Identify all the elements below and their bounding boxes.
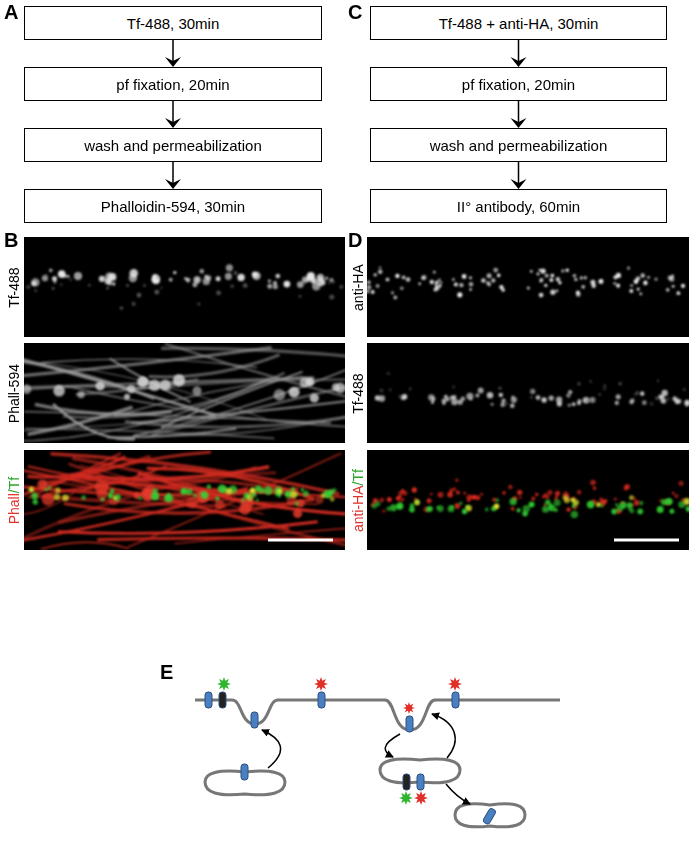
puncta bbox=[414, 495, 690, 511]
label-group: Tf-488 bbox=[348, 373, 367, 413]
label-group: A bbox=[4, 0, 18, 24]
fluorophore bbox=[448, 677, 462, 691]
step-text: Tf-488, 30min bbox=[127, 15, 220, 32]
trafficking-schematic bbox=[195, 677, 560, 827]
process-box: pf fixation, 20min bbox=[370, 67, 667, 101]
fluorophore bbox=[403, 702, 415, 714]
process-box: Phalloidin-594, 30min bbox=[24, 189, 322, 223]
process-box: wash and permeabilization bbox=[370, 128, 667, 162]
scale-bar bbox=[268, 539, 333, 542]
panel-letter: E bbox=[160, 661, 173, 683]
fluorophore bbox=[414, 791, 428, 805]
label-group: E bbox=[160, 660, 173, 684]
fluorophore bbox=[314, 677, 328, 691]
puncta bbox=[38, 479, 324, 518]
step-text: wash and permeabilization bbox=[84, 137, 262, 154]
channel-label: Phall-594 bbox=[5, 364, 21, 423]
channel-label: Tf-488 bbox=[350, 373, 366, 413]
flow-arrow bbox=[165, 101, 181, 128]
label-group: C bbox=[348, 0, 362, 24]
step-text: pf fixation, 20min bbox=[462, 76, 575, 93]
puncta bbox=[26, 271, 343, 310]
fluorophore bbox=[399, 791, 413, 805]
fluorophore bbox=[217, 677, 231, 691]
puncta bbox=[372, 498, 692, 518]
panel-letter: A bbox=[4, 1, 18, 23]
receptors bbox=[205, 692, 496, 825]
fluorophore-stars bbox=[217, 677, 462, 805]
label-group: anti-HA/Tf bbox=[347, 469, 366, 532]
puncta bbox=[380, 372, 686, 406]
process-box: II° antibody, 60min bbox=[370, 189, 667, 223]
channel-label: anti-HA bbox=[349, 264, 365, 311]
step-text: wash and permeabilization bbox=[430, 137, 608, 154]
process-box: pf fixation, 20min bbox=[24, 67, 322, 101]
scale-bar bbox=[614, 539, 679, 542]
flow-arrow bbox=[165, 162, 181, 189]
step-text: Phalloidin-594, 30min bbox=[101, 198, 245, 215]
flow-arrow bbox=[165, 40, 181, 67]
label-group: B bbox=[4, 228, 18, 252]
label-group: anti-HA bbox=[347, 264, 366, 311]
puncta bbox=[375, 387, 691, 408]
step-text: II° antibody, 60min bbox=[457, 198, 580, 215]
traffic-arrows bbox=[262, 714, 470, 804]
micrograph bbox=[24, 237, 345, 337]
process-box: wash and permeabilization bbox=[24, 128, 322, 162]
flow-arrow bbox=[511, 40, 527, 67]
label-group: D bbox=[348, 228, 362, 252]
micrograph bbox=[366, 237, 689, 337]
micrograph bbox=[367, 450, 691, 550]
label-group: Phall-594 bbox=[3, 364, 22, 423]
panel-letter: B bbox=[4, 229, 18, 251]
micrograph bbox=[367, 343, 691, 443]
channel-label: /Tf bbox=[6, 476, 22, 492]
vesicle bbox=[455, 804, 525, 827]
channel-label: Phall bbox=[6, 493, 22, 524]
process-box: Tf-488, 30min bbox=[24, 6, 322, 40]
puncta bbox=[31, 485, 336, 506]
panel-letter: C bbox=[348, 1, 362, 23]
puncta bbox=[22, 374, 346, 403]
step-text: pf fixation, 20min bbox=[116, 76, 229, 93]
process-box: Tf-488 + anti-HA, 30min bbox=[370, 6, 667, 40]
channel-label: Tf-488 bbox=[6, 267, 22, 307]
flow-arrow bbox=[511, 101, 527, 128]
puncta bbox=[371, 479, 690, 514]
panel-letter: D bbox=[348, 229, 362, 251]
puncta bbox=[29, 487, 335, 502]
flow-arrow bbox=[511, 162, 527, 189]
channel-label: anti-HA bbox=[349, 485, 365, 532]
label-group: Tf-488 bbox=[4, 267, 23, 307]
channel-label: /Tf bbox=[349, 469, 365, 485]
puncta bbox=[31, 264, 334, 290]
puncta bbox=[366, 266, 685, 299]
membrane bbox=[195, 700, 560, 730]
step-text: Tf-488 + anti-HA, 30min bbox=[439, 15, 599, 32]
label-group: Phall/Tf bbox=[4, 476, 23, 523]
